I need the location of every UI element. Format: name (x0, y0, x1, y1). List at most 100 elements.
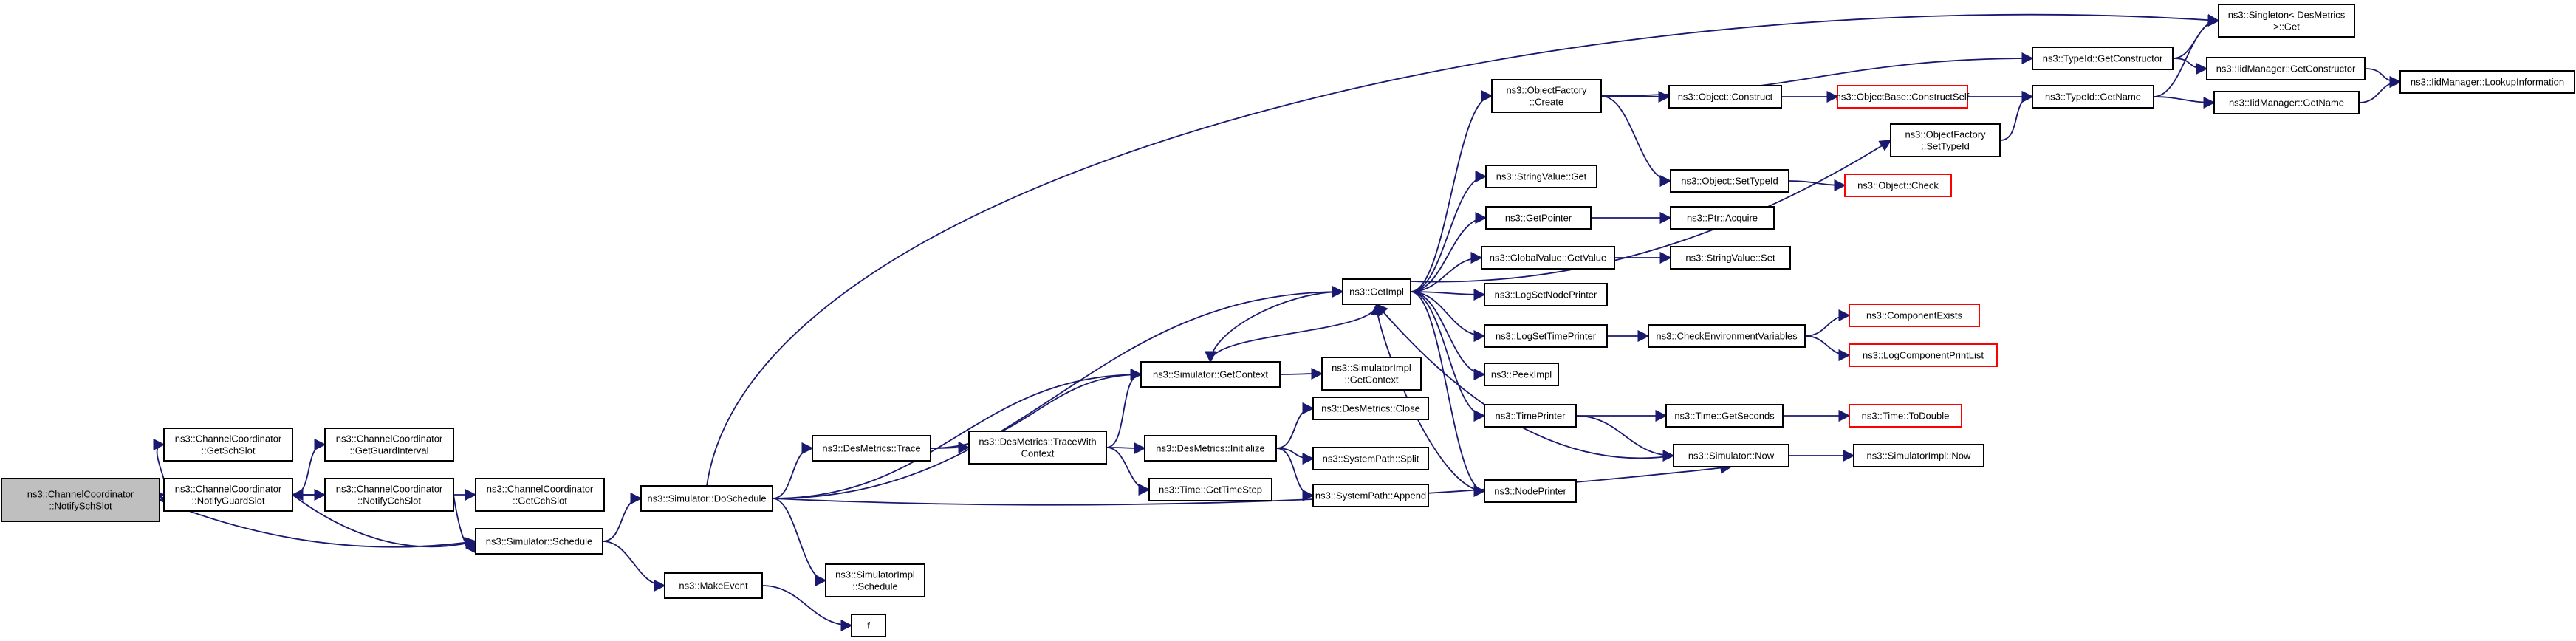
node-singleton[interactable]: ns3::Singleton< DesMetrics >::Get (2218, 4, 2355, 38)
node-globalvalue[interactable]: ns3::GlobalValue::GetValue (1481, 246, 1615, 270)
node-box (2032, 85, 2154, 109)
edge-doschedule-to-getimpl (772, 285, 1344, 499)
node-label: ::Create (1530, 97, 1563, 108)
node-box (812, 435, 931, 462)
node-objsettypeid[interactable]: ns3::Object::SetTypeId (1670, 169, 1789, 193)
edge-notifyguard-to-getguard (292, 438, 326, 496)
node-box (2218, 4, 2355, 38)
edge-schedule-to-doschedule (602, 492, 643, 542)
node-box (1144, 435, 1277, 462)
edge-line (772, 498, 827, 587)
node-close[interactable]: ns3::DesMetrics::Close (1312, 397, 1429, 420)
node-typeidgetname[interactable]: ns3::TypeId::GetName (2032, 85, 2154, 109)
edge-line (2153, 96, 2216, 109)
node-box (1670, 206, 1775, 230)
node-label: ns3::DesMetrics::Trace (822, 443, 920, 454)
node-objconstruct[interactable]: ns3::Object::Construct (1668, 85, 1782, 109)
node-box (1484, 404, 1577, 428)
node-doschedule[interactable]: ns3::Simulator::DoSchedule (640, 485, 773, 512)
node-componentexists[interactable]: ns3::ComponentExists (1849, 304, 1980, 327)
node-implgetcontext[interactable]: ns3::SimulatorImpl::GetContext (1321, 357, 1422, 391)
node-getcontext[interactable]: ns3::Simulator::GetContext (1140, 361, 1281, 388)
node-box (2399, 70, 2575, 94)
edge-line (1410, 251, 1483, 292)
node-ptracquire[interactable]: ns3::Ptr::Acquire (1670, 206, 1775, 230)
node-makeevent[interactable]: ns3::MakeEvent (664, 572, 763, 599)
node-logtime[interactable]: ns3::LogSetTimePrinter (1484, 324, 1608, 348)
node-typeidgetctor[interactable]: ns3::TypeId::GetConstructor (2032, 47, 2174, 70)
node-box (324, 478, 454, 512)
node-label: ns3::PeekImpl (1491, 369, 1552, 380)
node-objbaseconstruct[interactable]: ns3::ObjectBase::ConstructSelf (1836, 85, 1970, 109)
node-notifyguard[interactable]: ns3::ChannelCoordinator::NotifyGuardSlot (163, 478, 293, 512)
node-box (324, 428, 454, 462)
node-box (475, 478, 605, 512)
node-todouble[interactable]: ns3::Time::ToDouble (1849, 404, 1962, 428)
edge-line (1210, 285, 1344, 363)
node-append[interactable]: ns3::SystemPath::Append (1312, 484, 1429, 507)
edge-line (1410, 170, 1487, 292)
node-trace[interactable]: ns3::DesMetrics::Trace (812, 435, 931, 462)
node-getsch[interactable]: ns3::ChannelCoordinator::GetSchSlot (163, 428, 293, 462)
node-f[interactable]: f (851, 614, 886, 637)
node-box (1668, 85, 1782, 109)
node-notifycch[interactable]: ns3::ChannelCoordinator::NotifyCchSlot (324, 478, 454, 512)
node-ofcreate[interactable]: ns3::ObjectFactory::Create (1491, 79, 1602, 113)
edge-objsettypeid-to-objcheck (1788, 179, 1846, 192)
node-getpointer[interactable]: ns3::GetPointer (1485, 206, 1592, 230)
edge-ofcreate-to-objsettypeid (1600, 95, 1672, 188)
node-label: ns3::Simulator::DoSchedule (647, 493, 766, 504)
edge-doschedule-to-implschedule (772, 498, 827, 587)
node-checkenv[interactable]: ns3::CheckEnvironmentVariables (1648, 324, 1806, 348)
node-iidgetctor[interactable]: ns3::IidManager::GetConstructor (2206, 57, 2366, 80)
node-notifysch[interactable]: ns3::ChannelCoordinator::NotifySchSlot (1, 478, 160, 522)
node-schedule[interactable]: ns3::Simulator::Schedule (475, 528, 603, 555)
edge-line (2358, 75, 2402, 103)
node-label: ns3::Time::ToDouble (1862, 411, 1950, 422)
node-timestep[interactable]: ns3::Time::GetTimeStep (1148, 478, 1272, 501)
node-box (1484, 479, 1577, 503)
edge-line (292, 438, 326, 496)
edge-line (1575, 415, 1675, 462)
node-split[interactable]: ns3::SystemPath::Split (1312, 447, 1429, 470)
edge-typeidgetctor-to-iidgetctor (2172, 58, 2208, 75)
node-label: ::GetSchSlot (202, 445, 256, 456)
edge-getimpl-to-nodeprinter (1410, 291, 1486, 498)
edge-makeevent-to-f (761, 585, 853, 632)
node-peekimpl[interactable]: ns3::PeekImpl (1484, 363, 1559, 386)
node-stringget[interactable]: ns3::StringValue::Get (1485, 165, 1597, 188)
node-timeprinter[interactable]: ns3::TimePrinter (1484, 404, 1577, 428)
node-label: ns3::TypeId::GetConstructor (2043, 53, 2163, 64)
node-initialize[interactable]: ns3::DesMetrics::Initialize (1144, 435, 1277, 462)
node-logcomponent[interactable]: ns3::LogComponentPrintList (1849, 343, 1998, 367)
edge-getimpl-to-ofcreate (1410, 89, 1493, 292)
node-box (1665, 404, 1784, 428)
node-label: ns3::SimulatorImpl (1332, 363, 1411, 374)
node-getguard[interactable]: ns3::ChannelCoordinator::GetGuardInterva… (324, 428, 454, 462)
edge-line (1600, 95, 1672, 188)
node-lognode[interactable]: ns3::LogSetNodePrinter (1484, 283, 1608, 306)
node-nodeprinter[interactable]: ns3::NodePrinter (1484, 479, 1577, 503)
node-box (1670, 169, 1789, 193)
node-stringset[interactable]: ns3::StringValue::Set (1670, 246, 1791, 270)
node-iidgetname[interactable]: ns3::IidManager::GetName (2213, 91, 2360, 114)
node-objcheck[interactable]: ns3::Object::Check (1844, 174, 1952, 197)
node-implschedule[interactable]: ns3::SimulatorImpl::Schedule (825, 563, 925, 597)
edge-line (772, 285, 1344, 499)
node-label: ns3::NodePrinter (1494, 486, 1566, 497)
node-getseconds[interactable]: ns3::Time::GetSeconds (1665, 404, 1784, 428)
node-label: ns3::ObjectBase::ConstructSelf (1836, 92, 1970, 103)
node-label: ::NotifySchSlot (49, 501, 112, 512)
node-label: ns3::StringValue::Get (1496, 171, 1587, 182)
node-ofsettypeid[interactable]: ns3::ObjectFactory::SetTypeId (1890, 123, 2001, 157)
node-simnow[interactable]: ns3::Simulator::Now (1673, 444, 1789, 467)
node-getimpl[interactable]: ns3::GetImpl (1342, 278, 1411, 305)
edge-trace-to-getcontext (930, 368, 1143, 449)
node-label: ns3::SystemPath::Append (1315, 490, 1426, 501)
node-iidlookup[interactable]: ns3::IidManager::LookupInformation (2399, 70, 2575, 94)
node-box (1491, 79, 1602, 113)
node-getcch[interactable]: ns3::ChannelCoordinator::GetCchSlot (475, 478, 605, 512)
node-implnow[interactable]: ns3::SimulatorImpl::Now (1853, 444, 1984, 467)
edge-initialize-to-append (1275, 448, 1315, 502)
